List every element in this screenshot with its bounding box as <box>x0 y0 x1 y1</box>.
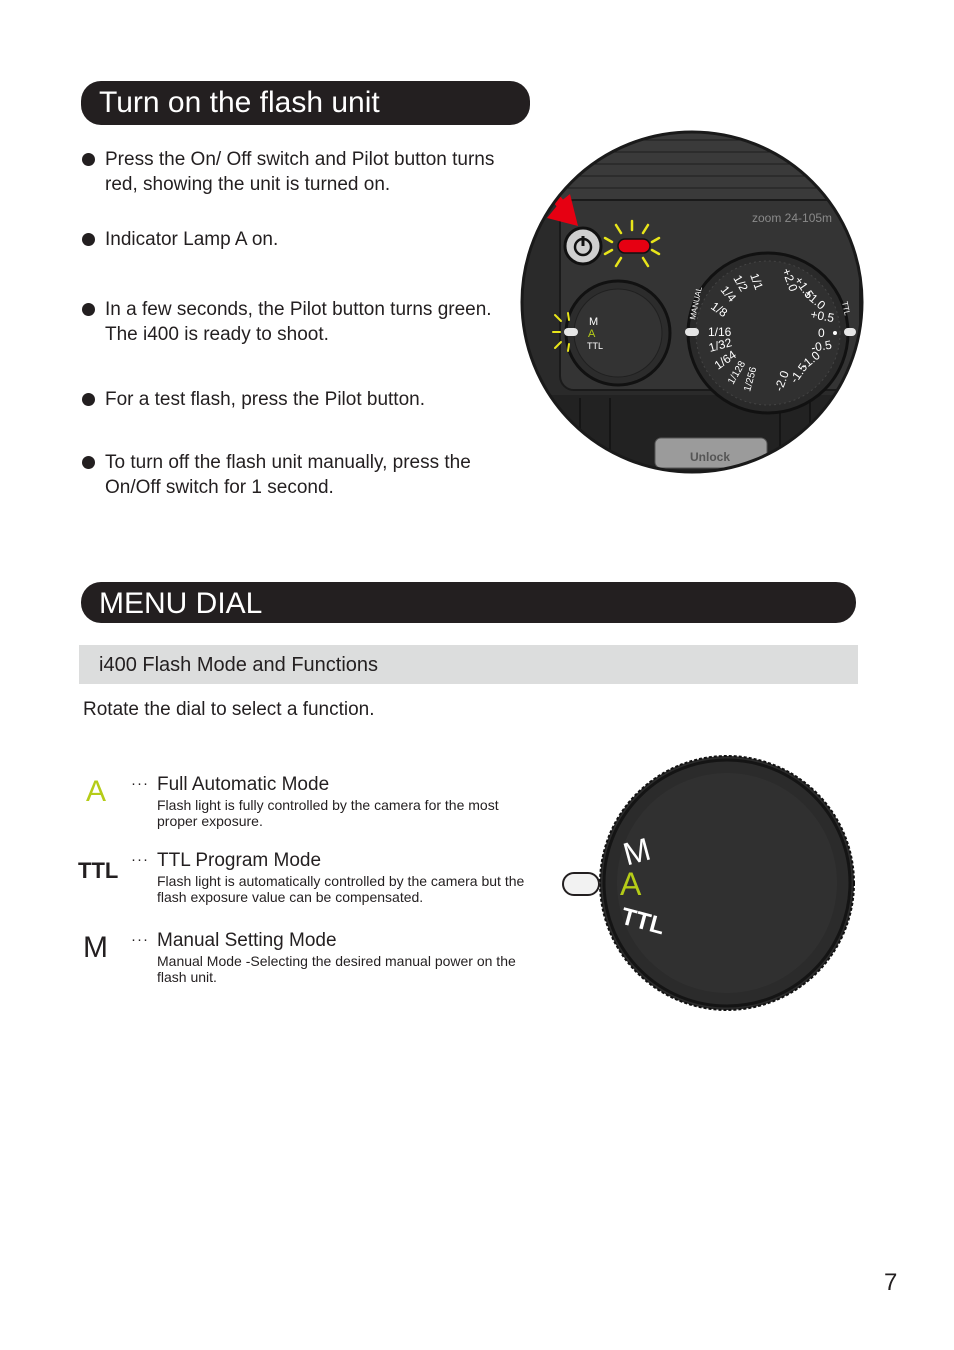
ev-minus-2-0: -2.0 <box>772 369 792 394</box>
bullet-text: For a test flash, press the Pilot button… <box>105 389 425 410</box>
ev-plus-0-5: +0.5 <box>809 307 835 325</box>
page-number: 7 <box>884 1269 898 1296</box>
lamp-glow-rays <box>552 312 570 352</box>
mode-dial-illustration: M A TTL <box>562 755 855 1011</box>
dial-mode-ttl: TTL <box>587 341 603 351</box>
bullet-text: To turn off the flash unit manually, pre… <box>105 452 471 498</box>
leader-dots: ··· <box>131 775 149 792</box>
power-1-32: 1/32 <box>707 335 733 355</box>
power-1-16: 1/16 <box>708 325 732 339</box>
subsection-title: i400 Flash Mode and Functions <box>79 645 858 684</box>
zoom-label: zoom 24-105m <box>752 211 832 225</box>
bullet-dot <box>82 153 95 166</box>
indicator-lamp-a <box>564 328 578 336</box>
leader-dots: ··· <box>131 931 149 948</box>
bullet-dot <box>82 303 95 316</box>
mode-symbol-m: M <box>83 931 108 964</box>
mode-title: TTL Program Mode <box>157 850 322 871</box>
leader-dots: ··· <box>131 851 149 868</box>
ev-minus-0-5: -0.5 <box>810 338 833 355</box>
mode-title: Full Automatic Mode <box>157 774 330 795</box>
mode-symbol-a: A <box>86 775 107 808</box>
mode-description: Flash light is fully controlled by the c… <box>157 797 499 829</box>
ttl-side-label: TTL <box>840 301 852 317</box>
dial-letter-a: A <box>620 866 642 902</box>
ev-zero: 0 <box>818 326 825 340</box>
section-title-menu-dial: MENU DIAL <box>81 582 856 623</box>
power-1-1: 1/1 <box>747 271 766 292</box>
bullet-text: Indicator Lamp A on. <box>105 229 279 250</box>
mode-description: Flash light is automatically controlled … <box>157 873 525 905</box>
bullet-power-on: Press the On/ Off switch and Pilot butto… <box>82 147 502 197</box>
mode-symbol-ttl: TTL <box>78 858 119 883</box>
dial-mode-a: A <box>588 328 596 340</box>
dial-mode-m: M <box>589 316 598 328</box>
bullet-indicator-lamp: Indicator Lamp A on. <box>82 227 502 252</box>
bullet-text: In a few seconds, the Pilot button turns… <box>105 299 492 345</box>
instruction-text: Rotate the dial to select a function. <box>83 699 375 720</box>
mode-title: Manual Setting Mode <box>157 930 337 951</box>
bullet-pilot-green: In a few seconds, the Pilot button turns… <box>82 297 502 347</box>
unlock-label: Unlock <box>690 450 730 464</box>
section-title-turn-on: Turn on the flash unit <box>81 81 530 125</box>
flash-unit-illustration: Unlock zoom 24-105m M A TTL <box>520 130 864 474</box>
bullet-dot <box>82 233 95 246</box>
bullet-dot <box>82 456 95 469</box>
bullet-test-flash: For a test flash, press the Pilot button… <box>82 387 502 412</box>
dial-indicator-lamp <box>562 872 600 896</box>
mode-description: Manual Mode -Selecting the desired manua… <box>157 953 516 985</box>
bullet-text: Press the On/ Off switch and Pilot butto… <box>105 149 495 195</box>
pilot-glow-rays <box>603 219 661 268</box>
pilot-button[interactable] <box>617 238 651 254</box>
bullet-dot <box>82 393 95 406</box>
bullet-turn-off: To turn off the flash unit manually, pre… <box>82 450 502 500</box>
